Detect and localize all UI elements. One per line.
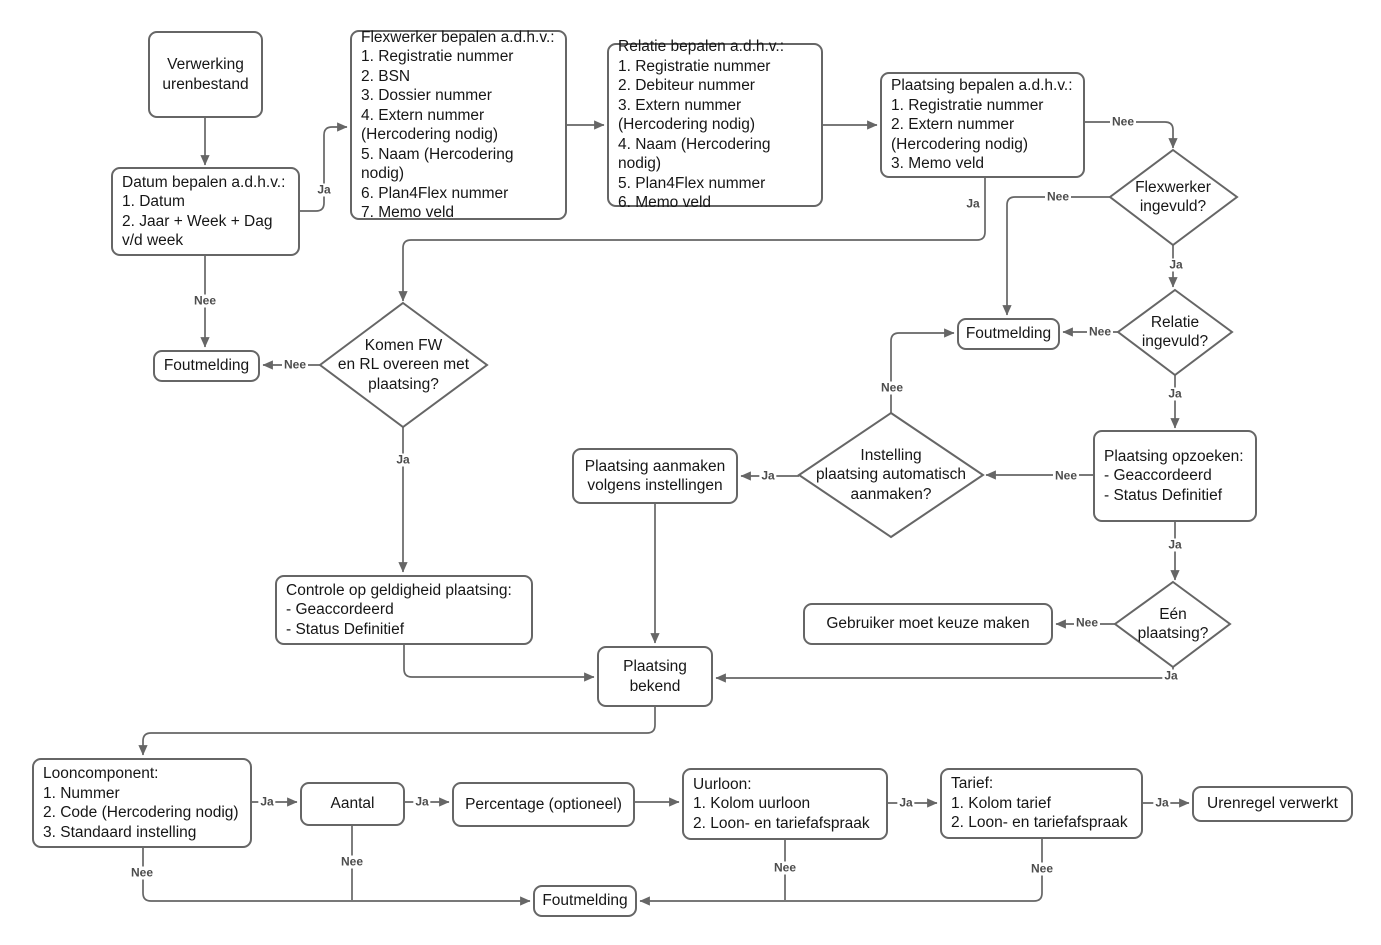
edge-label-ja-uurloon-tarief: Ja <box>897 795 915 810</box>
edge-label-nee-flexwerkeringevuld: Nee <box>1044 189 1072 204</box>
node-plaatsing-aanmaken: Plaatsing aanmaken volgens instellingen <box>572 448 738 504</box>
edge-label-ja-flexwerkeringevuld: Ja <box>1167 257 1185 272</box>
edge-label-ja-eenplaatsing-bekend: Ja <box>1162 668 1180 683</box>
edge-label-nee-eenplaatsing-gebruiker: Nee <box>1073 615 1101 630</box>
edge-label-ja-tarief-urenregel: Ja <box>1153 795 1171 810</box>
edge-label-ja-relatieingevuld: Ja <box>1166 386 1184 401</box>
edge-label-ja-opzoeken-eenplaatsing: Ja <box>1166 537 1184 552</box>
edge-label-nee-relatieingevuld: Nee <box>1086 324 1114 339</box>
node-foutmelding-left: Foutmelding <box>153 350 260 382</box>
node-urenregel-verwerkt: Urenregel verwerkt <box>1192 786 1353 822</box>
edge-label-ja-datum-flexwerker: Ja <box>315 182 333 197</box>
node-verwerking-urenbestand: Verwerking urenbestand <box>148 31 263 118</box>
edge-plaatsingbekend-looncomponent <box>138 707 656 756</box>
edge-plaatsingbepalen-flexwerkeringevuld-nee <box>1085 121 1178 149</box>
edge-label-ja-aantal-percentage: Ja <box>413 794 431 809</box>
edge-label-ja-looncomponent-aantal: Ja <box>258 794 276 809</box>
node-tarief: Tarief: 1. Kolom tarief 2. Loon- en tari… <box>940 768 1143 839</box>
node-percentage: Percentage (optioneel) <box>452 782 635 827</box>
edge-label-nee-datum-foutmelding: Nee <box>191 293 219 308</box>
node-uurloon: Uurloon: 1. Kolom uurloon 2. Loon- en ta… <box>682 768 888 840</box>
node-plaatsing-bepalen: Plaatsing bepalen a.d.h.v.: 1. Registrat… <box>880 72 1085 178</box>
decision-flexwerker-ingevuld-shape <box>1108 148 1239 247</box>
edge-controle-plaatsingbekend <box>403 645 595 682</box>
decision-instelling-automatisch-shape <box>797 411 985 539</box>
node-datum-bepalen: Datum bepalen a.d.h.v.: 1. Datum 2. Jaar… <box>111 167 300 256</box>
decision-komen-fw-shape <box>318 301 489 429</box>
node-aantal: Aantal <box>300 782 405 826</box>
edge-label-nee-plaatsingopzoeken: Nee <box>1052 468 1080 483</box>
edge-label-nee-looncomponent: Nee <box>128 865 156 880</box>
edge-eenplaatsing-plaatsingbekend-ja <box>715 667 1174 683</box>
node-controle-geldigheid: Controle op geldigheid plaatsing: - Geac… <box>275 575 533 645</box>
node-flexwerker-bepalen: Flexwerker bepalen a.d.h.v.: 1. Registra… <box>350 29 567 221</box>
edge-instelling-foutmelding-nee <box>890 328 955 413</box>
node-looncomponent: Looncomponent: 1. Nummer 2. Code (Hercod… <box>32 758 252 848</box>
edge-label-nee-komenfw-foutmelding: Nee <box>281 357 309 372</box>
decision-relatie-ingevuld-shape <box>1116 288 1234 377</box>
node-foutmelding-bottom: Foutmelding <box>533 885 637 917</box>
decision-een-plaatsing-shape <box>1113 580 1232 669</box>
edge-label-ja-komenfw-controle: Ja <box>394 452 412 467</box>
node-foutmelding-right: Foutmelding <box>957 318 1060 350</box>
node-relatie-bepalen: Relatie bepalen a.d.h.v.: 1. Registratie… <box>607 38 823 211</box>
edge-label-nee-instelling-foutmelding: Nee <box>878 380 906 395</box>
edge-label-nee-tarief: Nee <box>1028 861 1056 876</box>
edge-flexwerkeringevuld-foutmelding-nee <box>1002 196 1110 316</box>
edge-plaatsingbepalen-komenfw-ja <box>398 178 986 302</box>
edge-label-ja-instelling-aanmaken: Ja <box>759 468 777 483</box>
edge-label-nee-aantal: Nee <box>338 854 366 869</box>
node-plaatsing-opzoeken: Plaatsing opzoeken: - Geaccordeerd - Sta… <box>1093 430 1257 522</box>
edge-label-nee-uurloon: Nee <box>771 860 799 875</box>
edge-datum-flexwerker <box>300 122 348 212</box>
node-gebruiker-keuze: Gebruiker moet keuze maken <box>803 603 1053 645</box>
edge-tarief-foutmelding-nee <box>639 839 1043 906</box>
node-plaatsing-bekend: Plaatsing bekend <box>597 646 713 707</box>
edge-looncomponent-foutmelding-nee <box>142 848 531 906</box>
edge-label-ja-plaatsingbepalen: Ja <box>964 196 982 211</box>
edge-label-nee-plaatsingbepalen: Nee <box>1109 114 1137 129</box>
